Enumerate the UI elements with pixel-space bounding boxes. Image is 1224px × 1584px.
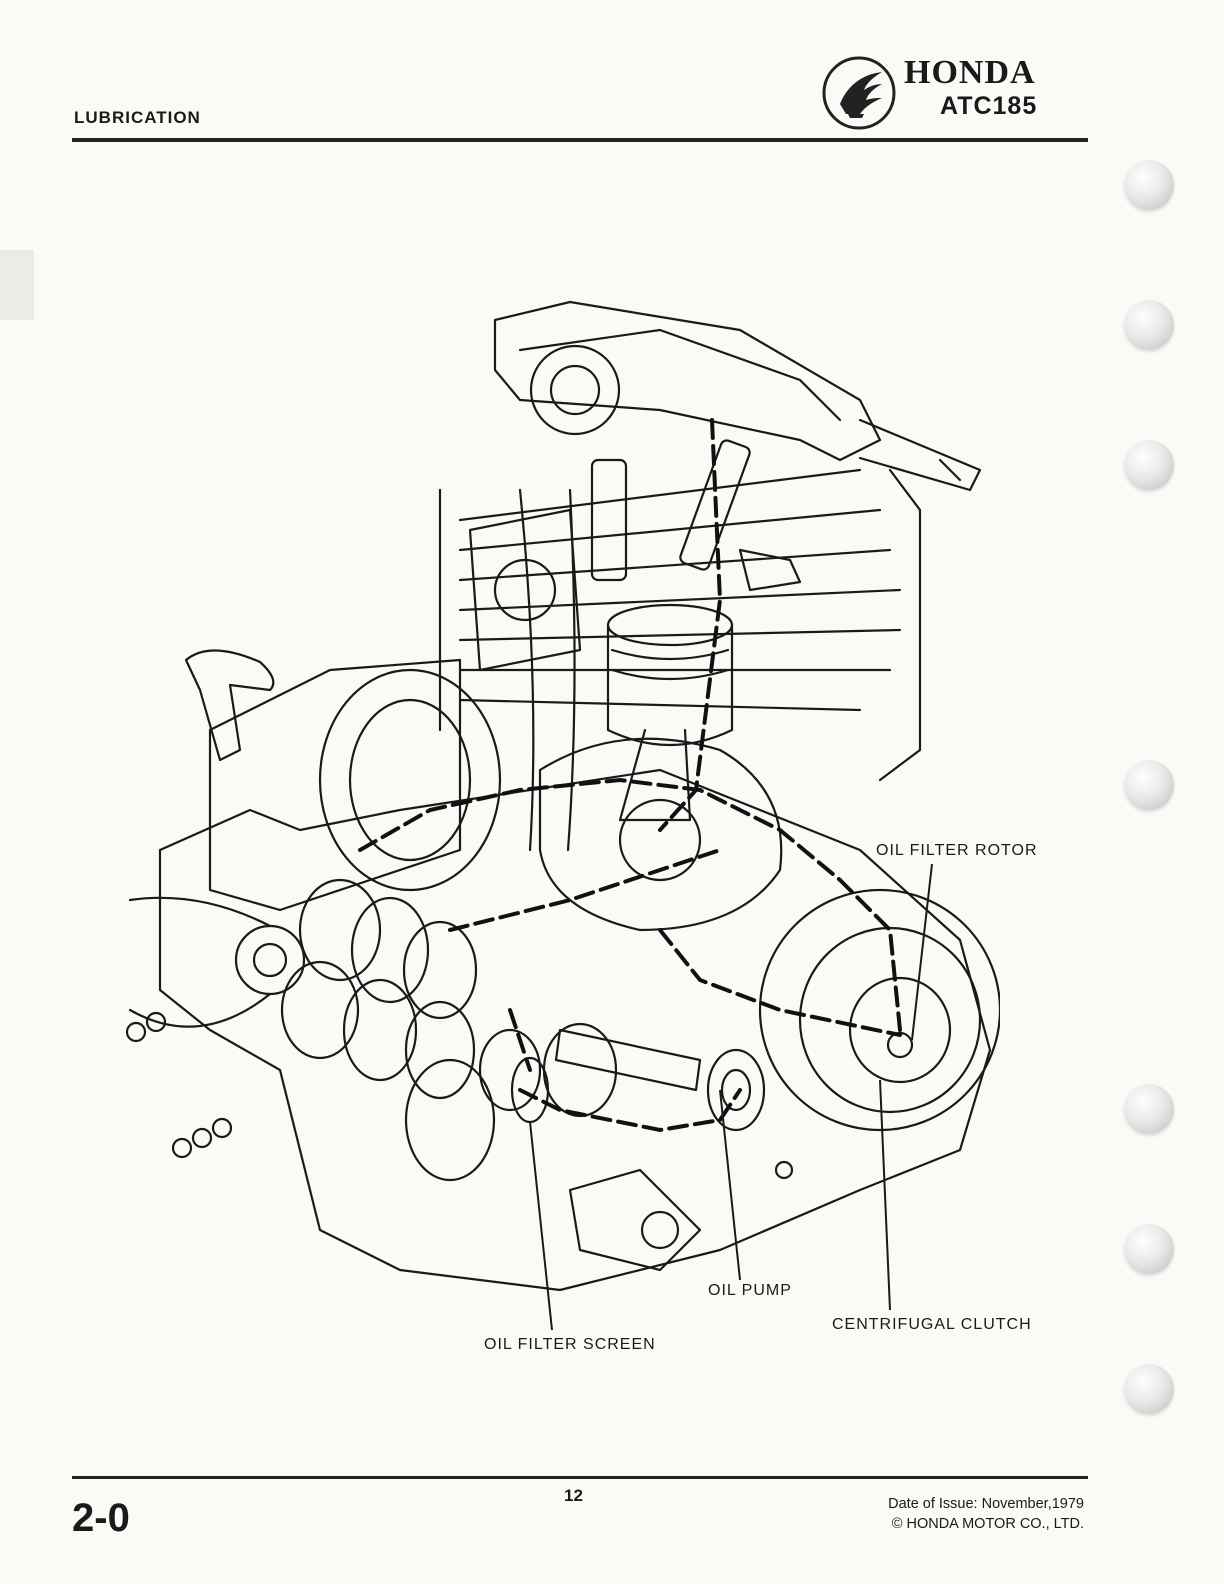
binder-hole bbox=[1124, 1084, 1174, 1134]
issue-date: Date of Issue: November,1979 bbox=[888, 1494, 1084, 1514]
section-title: LUBRICATION bbox=[74, 108, 201, 128]
honda-wing-logo bbox=[820, 54, 898, 132]
label-oil-filter-screen: OIL FILTER SCREEN bbox=[484, 1336, 656, 1354]
footer-rule bbox=[72, 1476, 1088, 1479]
engine-cutaway-illustration bbox=[100, 290, 1000, 1350]
copyright: © HONDA MOTOR CO., LTD. bbox=[888, 1514, 1084, 1534]
section-number: 2-0 bbox=[72, 1496, 130, 1541]
binder-hole bbox=[1124, 760, 1174, 810]
model-name: ATC185 bbox=[940, 92, 1037, 121]
binder-hole bbox=[1124, 300, 1174, 350]
binder-hole bbox=[1124, 440, 1174, 490]
binder-hole bbox=[1124, 1224, 1174, 1274]
brand-name: HONDA bbox=[904, 54, 1036, 92]
label-oil-filter-rotor: OIL FILTER ROTOR bbox=[876, 842, 1038, 860]
footer-info: Date of Issue: November,1979 © HONDA MOT… bbox=[888, 1494, 1084, 1534]
header-rule bbox=[72, 138, 1088, 142]
label-centrifugal-clutch: CENTRIFUGAL CLUTCH bbox=[832, 1316, 1032, 1334]
binder-hole bbox=[1124, 160, 1174, 210]
label-oil-pump: OIL PUMP bbox=[708, 1282, 792, 1300]
binder-hole bbox=[1124, 1364, 1174, 1414]
scan-artifact bbox=[0, 250, 34, 320]
page-number: 12 bbox=[564, 1486, 583, 1506]
